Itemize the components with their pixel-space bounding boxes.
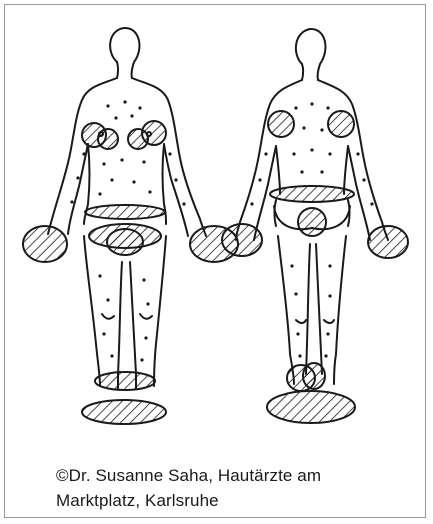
copyright-caption: ©Dr. Susanne Saha, Hautärzte am Marktpla… bbox=[56, 463, 416, 513]
back-figure bbox=[236, 29, 388, 384]
back-marked-regions bbox=[222, 111, 408, 423]
caption-line-1: ©Dr. Susanne Saha, Hautärzte am bbox=[56, 463, 416, 488]
body-diagram bbox=[4, 4, 426, 459]
caption-line-2: Marktplatz, Karlsruhe bbox=[56, 488, 416, 513]
